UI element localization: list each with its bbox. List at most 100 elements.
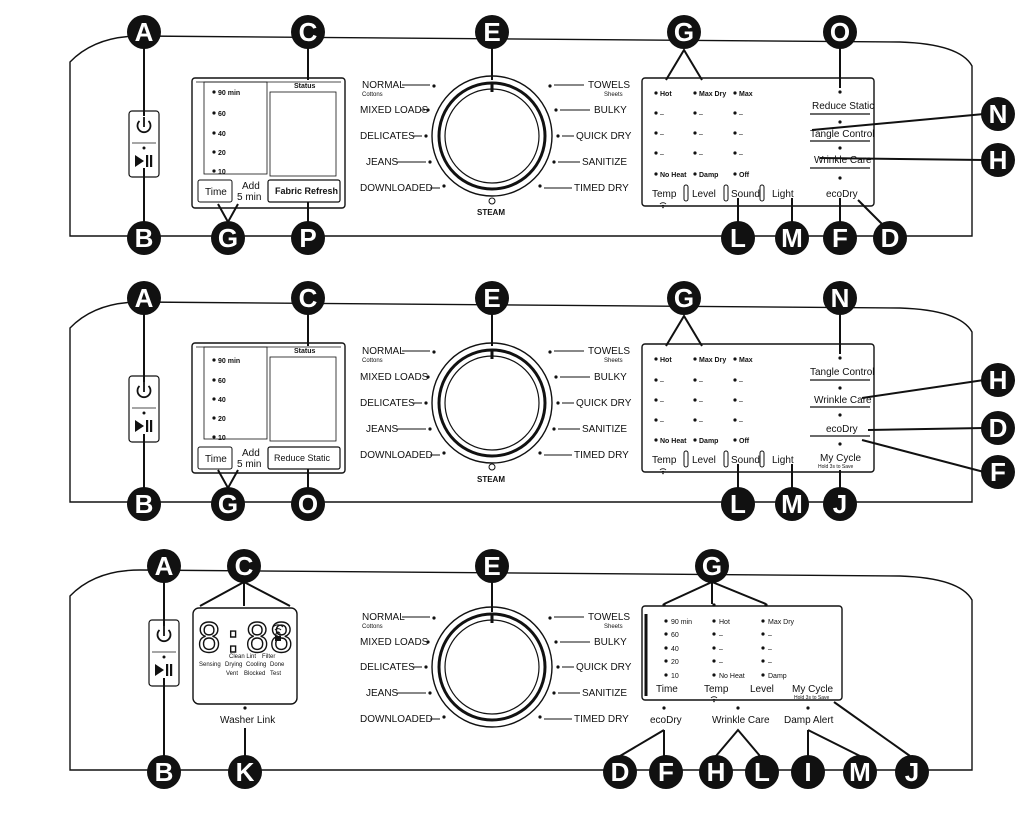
temp-button[interactable]: Temp bbox=[652, 455, 677, 466]
callout-letter: M bbox=[781, 489, 803, 519]
leader-lines bbox=[143, 48, 985, 757]
callout-letter: E bbox=[483, 17, 500, 47]
tangle-control-button[interactable]: Tangle Control bbox=[810, 367, 874, 378]
add-5min-label[interactable]: 5 min bbox=[237, 192, 261, 203]
temp-button[interactable]: Temp bbox=[704, 684, 729, 695]
cycle-sanitize: SANITIZE bbox=[582, 688, 627, 699]
grid-dash: – bbox=[699, 398, 703, 405]
grid-no-heat: No Heat bbox=[719, 673, 745, 680]
my-cycle-button[interactable]: My Cycle bbox=[792, 684, 834, 695]
washer-link-button[interactable]: Washer Link bbox=[220, 715, 276, 726]
temp-button[interactable]: Temp bbox=[652, 189, 677, 200]
sound-button[interactable]: Sound bbox=[731, 189, 760, 200]
callout-l: L bbox=[745, 755, 779, 789]
callout-a: A bbox=[127, 15, 161, 49]
callout-g: G bbox=[211, 221, 245, 255]
options-panel bbox=[641, 77, 875, 207]
play-pause-icon[interactable] bbox=[155, 664, 173, 676]
wifi-icon bbox=[710, 696, 718, 703]
ecodry-button[interactable]: ecoDry bbox=[826, 424, 858, 435]
cycle-dial[interactable] bbox=[431, 342, 553, 464]
option-grid: Hot Max Dry Max – – – – – – – – – No Hea… bbox=[654, 91, 753, 179]
grid-dash: – bbox=[660, 151, 664, 158]
play-pause-icon[interactable] bbox=[135, 155, 153, 167]
level-button[interactable]: Level bbox=[692, 455, 716, 466]
panel-3: 8:88 Clean Lint Filter Sensing Drying Co… bbox=[69, 569, 973, 771]
divider bbox=[723, 184, 729, 202]
power-icon[interactable] bbox=[136, 117, 152, 134]
cycle-dial[interactable] bbox=[431, 606, 553, 728]
grid-dash: – bbox=[739, 111, 743, 118]
cycle-mixed-loads: MIXED LOADS bbox=[360, 105, 429, 116]
grid-dash: – bbox=[739, 131, 743, 138]
add-5min-label[interactable]: 5 min bbox=[237, 459, 261, 470]
wrinkle-care-button[interactable]: Wrinkle Care bbox=[814, 155, 872, 166]
callout-letter: F bbox=[832, 223, 848, 253]
reduce-static-button[interactable] bbox=[267, 446, 341, 470]
cycle-dial[interactable] bbox=[431, 75, 553, 197]
panel-1-outline bbox=[69, 35, 973, 237]
ecodry-button[interactable]: ecoDry bbox=[826, 189, 858, 200]
cycle-normal: NORMAL bbox=[362, 612, 405, 623]
level-button[interactable]: Level bbox=[692, 189, 716, 200]
power-icon[interactable] bbox=[156, 626, 172, 643]
grid-max-dry: Max Dry bbox=[768, 619, 795, 626]
callout-letter: E bbox=[483, 283, 500, 313]
panel-2: 90 min 60 40 20 10 Status Time Add 5 min… bbox=[69, 301, 973, 503]
time-button[interactable] bbox=[197, 179, 233, 203]
add-5min-label[interactable]: Add bbox=[242, 181, 260, 192]
callout-d: D bbox=[981, 411, 1015, 445]
callout-l: L bbox=[721, 221, 755, 255]
cycle-mixed-loads: MIXED LOADS bbox=[360, 372, 429, 383]
grid-off: Off bbox=[739, 438, 750, 445]
callout-letter: M bbox=[849, 757, 871, 787]
grid-max: Max bbox=[739, 91, 753, 98]
callout-letter: H bbox=[707, 757, 726, 787]
power-icon[interactable] bbox=[136, 382, 152, 399]
play-pause-icon[interactable] bbox=[135, 420, 153, 432]
wrinkle-care-button[interactable]: Wrinkle Care bbox=[712, 715, 770, 726]
grid-damp: Damp bbox=[768, 673, 787, 680]
callout-letter: H bbox=[989, 365, 1008, 395]
time-option: 90 min bbox=[218, 90, 240, 97]
status-word: Vent bbox=[226, 671, 238, 677]
wrinkle-care-button[interactable]: Wrinkle Care bbox=[814, 395, 872, 406]
level-button[interactable]: Level bbox=[750, 684, 774, 695]
time-button[interactable]: Time bbox=[656, 684, 678, 695]
grid-40: 40 bbox=[671, 646, 679, 653]
fabric-refresh-button[interactable] bbox=[267, 179, 341, 203]
callout-letter: G bbox=[218, 489, 238, 519]
callout-letter: P bbox=[299, 223, 316, 253]
callout-a: A bbox=[127, 281, 161, 315]
grid-hot: Hot bbox=[660, 91, 672, 98]
light-button[interactable]: Light bbox=[772, 455, 794, 466]
tangle-control-button[interactable]: Tangle Control bbox=[810, 129, 874, 140]
sound-button[interactable]: Sound bbox=[731, 455, 760, 466]
reduce-static-label: Reduce Static bbox=[274, 453, 331, 463]
time-option: 20 bbox=[218, 416, 226, 423]
callout-letter: L bbox=[754, 757, 770, 787]
callout-h: H bbox=[699, 755, 733, 789]
reduce-static-button[interactable]: Reduce Static bbox=[812, 101, 874, 112]
light-button[interactable]: Light bbox=[772, 189, 794, 200]
cycle-jeans: JEANS bbox=[366, 688, 399, 699]
status-word: Blocked bbox=[244, 671, 265, 677]
time-options-box bbox=[203, 81, 268, 175]
display-box bbox=[191, 342, 346, 474]
grid-dash: – bbox=[739, 151, 743, 158]
cycle-quick-dry: QUICK DRY bbox=[576, 398, 632, 409]
add-5min-label[interactable]: Add bbox=[242, 448, 260, 459]
my-cycle-button[interactable]: My Cycle bbox=[820, 453, 862, 464]
grid-90min: 90 min bbox=[671, 619, 692, 626]
grid-max-dry: Max Dry bbox=[699, 91, 726, 98]
time-button[interactable] bbox=[197, 446, 233, 470]
panel-3-outline bbox=[69, 569, 973, 771]
time-option: 10 bbox=[218, 169, 226, 176]
ecodry-button[interactable]: ecoDry bbox=[650, 715, 682, 726]
damp-alert-button[interactable]: Damp Alert bbox=[784, 715, 834, 726]
callout-letter: E bbox=[483, 551, 500, 581]
callout-b: B bbox=[127, 487, 161, 521]
callout-letter: D bbox=[611, 757, 630, 787]
callout-m: M bbox=[775, 221, 809, 255]
time-option: 60 bbox=[218, 111, 226, 118]
